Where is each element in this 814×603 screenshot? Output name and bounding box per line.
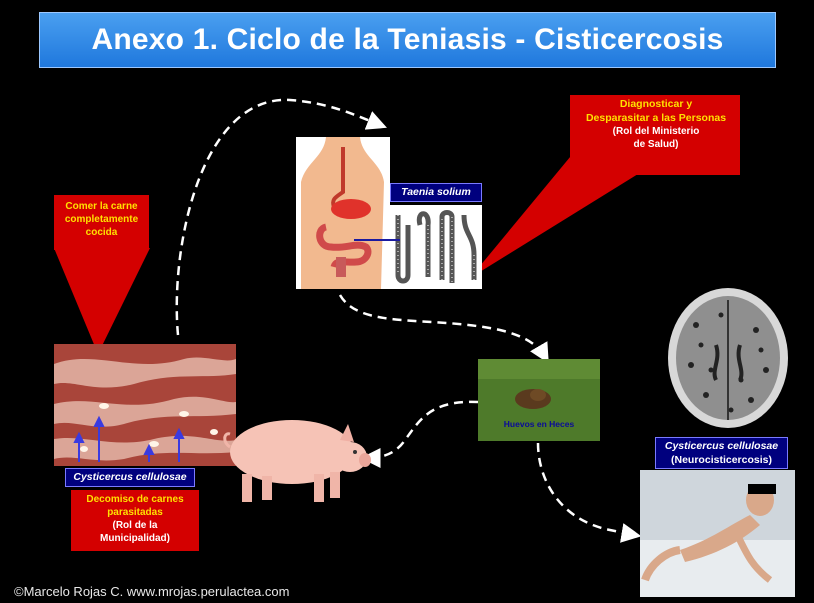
- cysticercus-brain-line2: (Neurocisticercosis): [671, 454, 772, 466]
- pig-image: [223, 420, 371, 502]
- title-bar: Anexo 1. Ciclo de la Teniasis - Cisticer…: [39, 12, 776, 68]
- tapeworm-image: [390, 205, 482, 289]
- diagnose-callout: Diagnosticar y Desparasitar a las Person…: [570, 97, 742, 151]
- copyright-footer: ©Marcelo Rojas C. www.mrojas.perulactea.…: [14, 584, 290, 599]
- arrow-feces-to-patient: [536, 442, 642, 543]
- cook-meat-pointer: [54, 248, 150, 354]
- taenia-label: Taenia solium: [390, 183, 482, 202]
- patient-image: [640, 470, 795, 597]
- human-digestive-image: [296, 137, 390, 289]
- feces-image: Huevos en Heces: [478, 359, 600, 441]
- page-title: Anexo 1. Ciclo de la Teniasis - Cisticer…: [91, 23, 724, 56]
- cysticercus-brain-label: Cysticercus cellulosae (Neurocisticercos…: [655, 437, 788, 469]
- arrow-meat-to-human: [175, 98, 387, 336]
- confiscate-line1: Decomiso de carnes: [86, 494, 184, 505]
- confiscate-callout: Decomiso de carnes parasitadas (Rol de l…: [71, 490, 199, 551]
- diagnose-line1: Diagnosticar y: [619, 98, 693, 110]
- arrow-feces-to-pig: [360, 400, 479, 468]
- cook-meat-callout: Comer la carne completamente cocida: [54, 195, 149, 250]
- diagnose-pointer: [470, 95, 740, 278]
- diagnose-line2: Desparasitar a las Personas: [585, 112, 727, 124]
- confiscate-line2: parasitadas: [107, 507, 163, 518]
- infected-meat-image: [54, 344, 236, 466]
- diagnose-role: (Rol del Ministerio de Salud): [612, 126, 700, 150]
- cook-meat-text: Comer la carne completamente cocida: [54, 195, 149, 250]
- arrow-human-to-feces: [338, 294, 549, 364]
- brain-mri-image: [661, 280, 796, 432]
- cysticercus-brain-line1: Cysticercus cellulosae: [664, 440, 779, 452]
- taenia-pointer: [354, 239, 400, 241]
- confiscate-role: (Rol de la Municipalidad): [100, 520, 170, 544]
- cysticercus-meat-label: Cysticercus cellulosae: [65, 468, 195, 487]
- eggs-label: Huevos en Heces: [503, 419, 575, 429]
